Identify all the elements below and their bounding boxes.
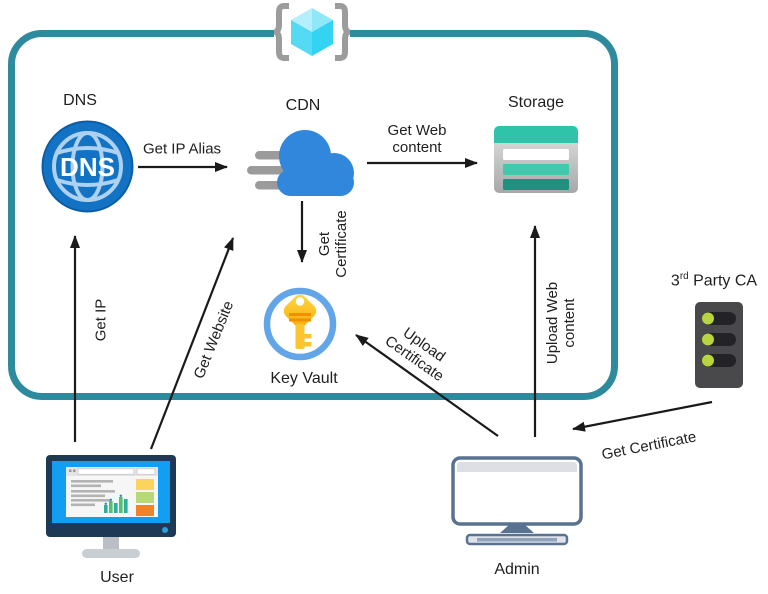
azure-cube-icon <box>270 2 354 64</box>
key-icon <box>283 294 317 349</box>
ca-label-ordinal: rd <box>679 271 689 283</box>
left-brace-icon <box>270 2 289 61</box>
cube-icon <box>291 8 333 56</box>
edge-label-get-ip: Get IP <box>92 298 110 342</box>
storage-icon <box>494 126 578 198</box>
edge-label-get-certificate-ca: Get Certificate <box>600 428 698 464</box>
cdn-label: CDN <box>285 96 321 114</box>
admin-label: Admin <box>494 560 540 578</box>
admin-computer-icon <box>450 455 584 555</box>
edge-label-upload-web-content: Upload Web content <box>543 281 578 365</box>
edge-label-get-certificate-cdn: Get Certificate <box>315 210 350 278</box>
browser-window-icon <box>66 467 158 517</box>
edge-label-get-ip-alias: Get IP Alias <box>142 140 222 158</box>
key-vault-label: Key Vault <box>270 369 338 387</box>
bar-chart-icon <box>104 494 128 513</box>
cloud-icon <box>277 130 354 196</box>
right-brace-icon <box>335 2 354 61</box>
key-vault-icon <box>263 287 337 366</box>
storage-label: Storage <box>507 93 565 111</box>
ca-label-number: 3 <box>670 272 680 290</box>
dns-globe-text: DNS <box>60 152 115 182</box>
arrow-get-certificate-ca <box>572 400 713 432</box>
user-computer-icon <box>44 453 178 568</box>
ca-label-text: Party CA <box>688 272 758 290</box>
dns-icon: DNS <box>41 120 134 218</box>
dns-label: DNS <box>63 91 97 109</box>
ca-server-icon <box>695 302 743 393</box>
edge-label-get-web-content: Get Web content <box>387 121 447 156</box>
third-party-ca-label: 3rd Party CA <box>671 271 757 291</box>
user-label: User <box>100 568 134 586</box>
cdn-icon <box>243 123 358 206</box>
